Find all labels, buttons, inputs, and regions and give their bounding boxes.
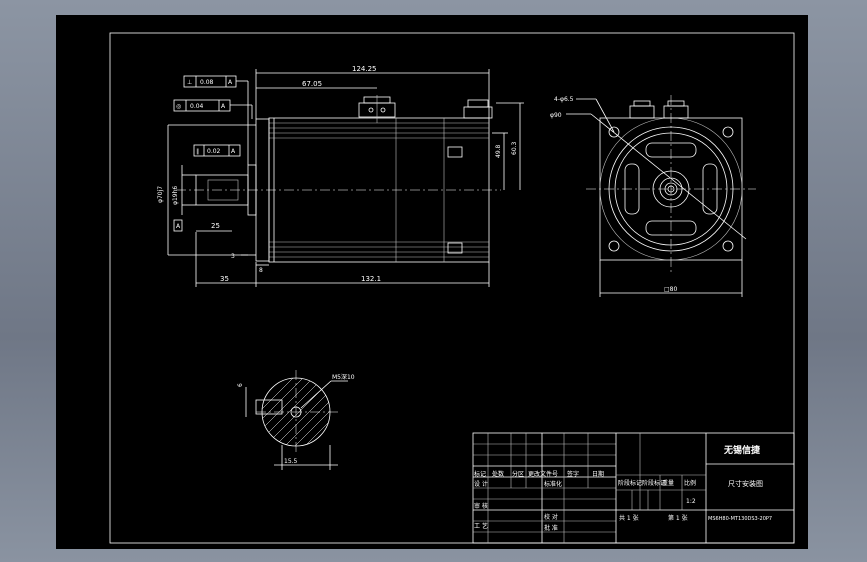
dim-key-width: 6: [237, 383, 244, 387]
dim-key-length: 25: [211, 222, 220, 230]
tb-scale-label: 比例: [684, 479, 696, 487]
tb-count: 处数: [492, 470, 504, 478]
tb-scale-value: 1:2: [686, 498, 696, 505]
front-view: 4-φ6.5 φ90 □80: [550, 95, 756, 297]
tolerance-concentric: ◎ 0.04 A: [173, 99, 231, 112]
bolt-hole: [608, 126, 620, 138]
title-block: 标记 处数 分区 更改文件号 签字 日期 设 计 标准化 审 核 工 艺 校 对…: [472, 432, 795, 544]
tb-title: 尺寸安装图: [728, 479, 763, 488]
side-view: 124.25 67.05 49.8 60.3 ⊥ 0.08 A ◎ 0.04 A…: [157, 65, 524, 287]
tb-design: 设 计: [474, 480, 488, 488]
drawing-border: [109, 32, 795, 544]
tb-company: 无锡信捷: [723, 444, 761, 456]
tb-check: 审 核: [474, 502, 488, 510]
svg-text:0.04: 0.04: [190, 103, 204, 110]
dim-shaft-diameter: φ19h6: [172, 186, 179, 205]
datum-marker: [173, 219, 183, 232]
svg-text:A: A: [176, 223, 181, 230]
bolt-hole: [722, 240, 734, 252]
tb-date: 日期: [592, 470, 604, 478]
tb-zone: 分区: [512, 470, 524, 478]
connector-2: [463, 106, 493, 119]
svg-text:⊥: ⊥: [187, 79, 192, 86]
tb-drawing-no: MS6H80-MT130DS3-20P7: [708, 516, 772, 522]
dim-overall-length: 124.25: [352, 65, 377, 73]
tb-sign: 签字: [567, 470, 579, 478]
svg-text:◎: ◎: [176, 103, 181, 110]
dim-8: 8: [259, 267, 263, 274]
svg-text:A: A: [228, 79, 233, 86]
dim-connector-offset: 67.05: [302, 80, 322, 88]
tb-doc: 更改文件号: [528, 470, 558, 478]
dim-height-49-8: 49.8: [495, 144, 502, 158]
tb-mark: 标记: [474, 470, 486, 478]
bolt-hole: [722, 126, 734, 138]
tb-stage1: 阶段标记: [618, 479, 642, 487]
dim-pilot-diameter: φ70j7: [157, 186, 164, 203]
keyway: [255, 399, 283, 415]
tb-standard: 标准化: [544, 480, 562, 488]
dim-bolt-holes: 4-φ6.5: [554, 96, 574, 103]
svg-text:∥: ∥: [196, 148, 199, 155]
svg-text:0.08: 0.08: [200, 79, 214, 86]
shaft-section: M5深10 6 15.5: [237, 370, 355, 470]
dim-body-length: 132.1: [361, 275, 381, 283]
tolerance-parallel: ∥ 0.02 A: [193, 144, 241, 157]
tb-craft: 工 艺: [474, 522, 488, 530]
dim-shaft-length: 35: [220, 275, 229, 283]
svg-text:A: A: [221, 103, 226, 110]
tb-approve: 批 准: [544, 524, 558, 532]
dim-bolt-circle: φ90: [550, 112, 562, 119]
dim-height-60-3: 60.3: [511, 141, 518, 155]
tb-sheet-no: 第 1 张: [668, 514, 688, 522]
tb-stage2: 阶段标记: [642, 479, 666, 487]
tb-sheets-total: 共 1 张: [619, 514, 639, 522]
tb-weight: 重量: [662, 479, 674, 487]
tb-audit: 校 对: [544, 513, 558, 521]
cad-drawing: 124.25 67.05 49.8 60.3 ⊥ 0.08 A ◎ 0.04 A…: [109, 32, 795, 544]
dim-3: 3: [231, 253, 235, 260]
dim-key-depth: 15.5: [284, 458, 298, 465]
dim-tapped-hole: M5深10: [332, 373, 355, 381]
svg-text:A: A: [231, 148, 236, 155]
bolt-hole: [608, 240, 620, 252]
tolerance-perpendicular: ⊥ 0.08 A: [183, 75, 237, 88]
drawing-sheet: 124.25 67.05 49.8 60.3 ⊥ 0.08 A ◎ 0.04 A…: [56, 15, 808, 549]
dim-flange-square: □80: [664, 286, 677, 293]
svg-text:0.02: 0.02: [207, 148, 221, 155]
